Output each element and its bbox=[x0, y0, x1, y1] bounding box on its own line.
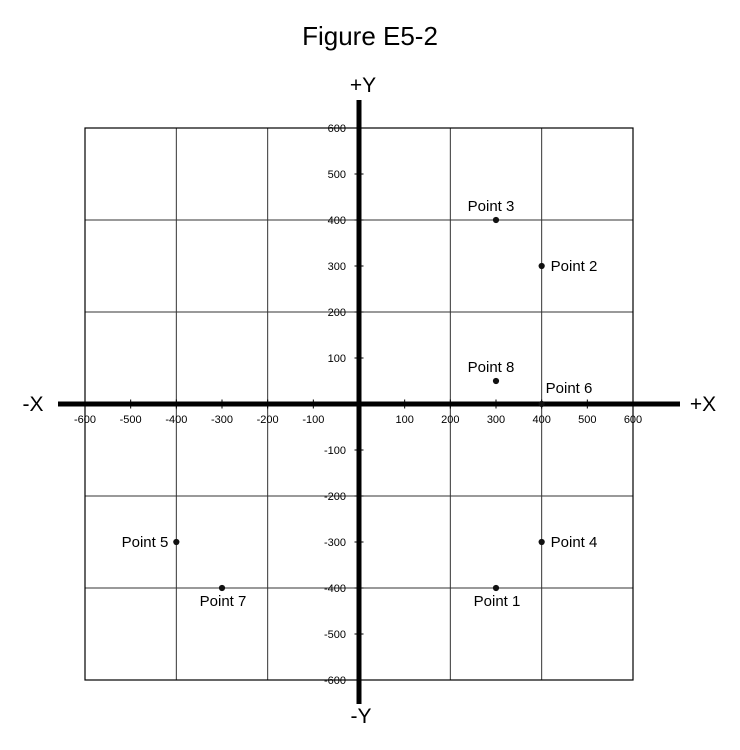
x-tick-label: 100 bbox=[395, 414, 413, 426]
point-4-label: Point 4 bbox=[551, 534, 598, 551]
y-tick-label: 300 bbox=[328, 261, 346, 273]
x-tick-label: -600 bbox=[74, 414, 96, 426]
point-3-dot bbox=[492, 216, 500, 224]
point-1-dot bbox=[492, 584, 500, 592]
x-tick-label: -400 bbox=[165, 414, 187, 426]
y-tick-label: -500 bbox=[324, 629, 346, 641]
x-tick-label: -300 bbox=[211, 414, 233, 426]
y-tick-label: -400 bbox=[324, 583, 346, 595]
x-tick-label: 600 bbox=[624, 414, 642, 426]
point-3-label: Point 3 bbox=[468, 198, 515, 215]
point-5-dot bbox=[173, 538, 180, 546]
x-tick-label: -500 bbox=[120, 414, 142, 426]
point-6-dot bbox=[538, 400, 545, 408]
y-tick-label: 100 bbox=[328, 353, 346, 365]
y-tick-label: 500 bbox=[328, 169, 346, 181]
point-8-dot bbox=[492, 377, 500, 385]
y-tick-label: -200 bbox=[324, 491, 346, 503]
y-negative-axis-label: -Y bbox=[351, 705, 372, 728]
x-tick-label: -100 bbox=[302, 414, 324, 426]
x-tick-label: 400 bbox=[532, 414, 550, 426]
y-tick-label: 600 bbox=[328, 123, 346, 135]
point-2-dot bbox=[538, 262, 545, 270]
point-7-dot bbox=[218, 584, 226, 592]
point-6-label: Point 6 bbox=[546, 380, 593, 397]
y-tick-label: -300 bbox=[324, 537, 346, 549]
point-7-label: Point 7 bbox=[200, 593, 247, 610]
point-5-label: Point 5 bbox=[122, 534, 169, 551]
x-tick-label: 200 bbox=[441, 414, 459, 426]
x-negative-axis-label: -X bbox=[23, 393, 44, 416]
point-2-label: Point 2 bbox=[551, 258, 598, 275]
y-tick-label: -100 bbox=[324, 445, 346, 457]
x-tick-label: 300 bbox=[487, 414, 505, 426]
point-1-label: Point 1 bbox=[474, 593, 521, 610]
y-positive-axis-label: +Y bbox=[350, 74, 376, 97]
point-8-label: Point 8 bbox=[468, 359, 515, 376]
x-tick-label: 500 bbox=[578, 414, 596, 426]
y-tick-label: -600 bbox=[324, 675, 346, 687]
x-tick-label: -200 bbox=[257, 414, 279, 426]
y-tick-label: 200 bbox=[328, 307, 346, 319]
x-positive-axis-label: +X bbox=[690, 393, 716, 416]
y-tick-label: 400 bbox=[328, 215, 346, 227]
plot-area: -600 -500 -400 -300 -200 -100 100 200 300 400 500 6… bbox=[23, 74, 717, 728]
point-4-dot bbox=[538, 538, 545, 546]
figure-title: Figure E5-2 bbox=[302, 21, 438, 51]
